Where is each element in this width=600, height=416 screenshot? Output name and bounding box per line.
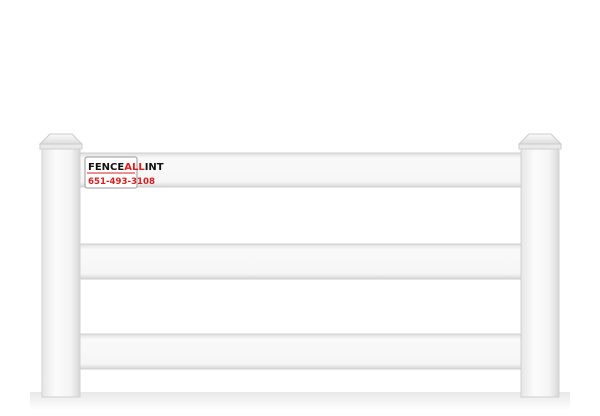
- sign-phone-text: 651-493-3108: [88, 177, 155, 187]
- company-sign: FENCEALLINT 651-493-3108: [84, 156, 164, 189]
- fence-post-left: [38, 133, 84, 398]
- fence-rail-top: [75, 152, 527, 188]
- fence-rail-bottom: [75, 333, 527, 370]
- post-cap-left: [38, 133, 84, 145]
- post-cap-right: [517, 133, 563, 145]
- fence-post-right: [517, 133, 563, 398]
- fence-rails: [75, 152, 527, 370]
- fence-rail-middle: [75, 243, 527, 280]
- ground-shadow: [30, 392, 570, 410]
- sign-brand-mid: ALL: [124, 162, 145, 173]
- sign-brand-left: FENCE: [88, 162, 124, 173]
- sign-brand-text: FENCEALLINT: [88, 162, 164, 173]
- sign-brand-right: INT: [145, 162, 164, 173]
